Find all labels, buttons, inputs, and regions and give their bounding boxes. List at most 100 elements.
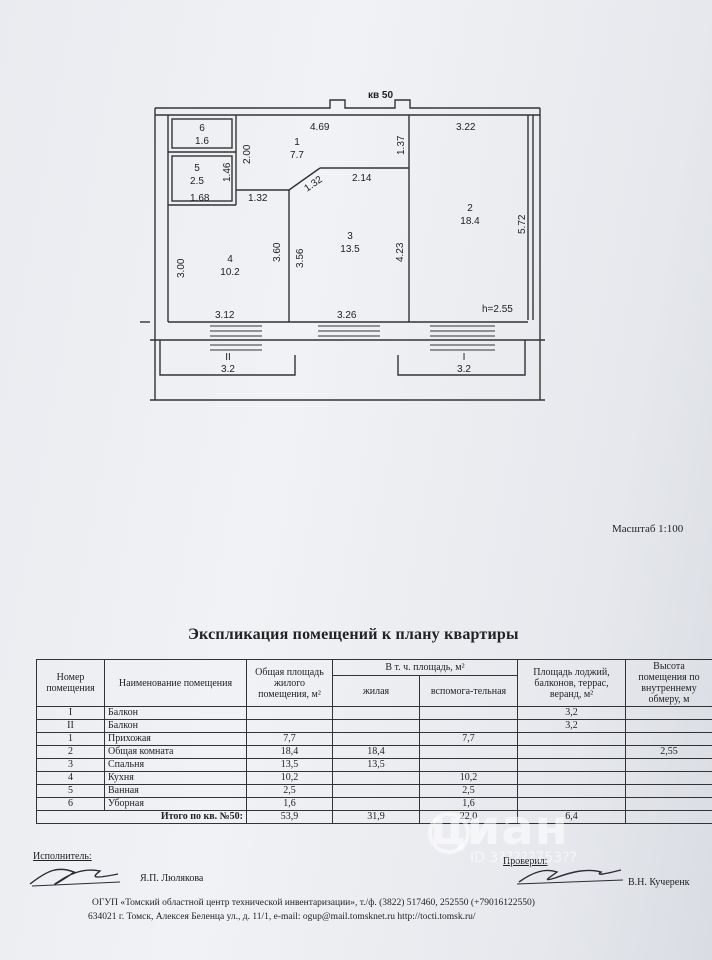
col-header-num: Номер помещения	[36, 659, 105, 707]
room-number: 3	[347, 231, 353, 242]
dimension-label: 4.23	[395, 242, 406, 262]
col-header-loggia: Площадь лоджий, балконов, террас, веранд…	[517, 659, 626, 707]
cell-name: Ванная	[104, 784, 247, 798]
dimension-label: 1.32	[302, 174, 325, 194]
cell-num: 1	[36, 732, 105, 746]
cell-height: 2,55	[625, 745, 712, 759]
explication-table: Номер помещения Наименование помещения О…	[36, 658, 712, 824]
room-number: 1	[294, 137, 300, 148]
executor-signature	[29, 868, 121, 887]
dimension-label: 1.32	[248, 193, 268, 204]
scale-label: Масштаб 1:100	[612, 523, 684, 535]
height-label: h=2.55	[482, 304, 513, 315]
dimension-label: 3.00	[176, 258, 187, 278]
executor-name: Я.П. Люлякова	[140, 873, 204, 884]
dimension-label: 3.60	[272, 242, 283, 262]
watermark-logo-icon	[428, 812, 470, 854]
cell-num: 3	[36, 758, 105, 772]
watermark-brand: циан	[430, 800, 569, 856]
cell-aux: 2,5	[419, 784, 518, 798]
checker-name: В.Н. Кучеренк	[628, 877, 690, 888]
dimension-label: 1.46	[222, 162, 233, 182]
cell-height	[625, 784, 712, 798]
total-loggia: 6,4	[517, 810, 626, 824]
cell-name: Прихожая	[104, 732, 247, 746]
cell-height	[625, 732, 712, 746]
col-header-incl: В т. ч. площадь, м²	[332, 658, 518, 677]
cell-aux: 7,7	[419, 732, 518, 746]
cell-total: 10,2	[246, 771, 333, 785]
floor-plan: кв 50 6 1.6 5 2.5 1 7.7 4 10.2 3 13.5 2 …	[140, 90, 545, 401]
checked-label: Проверил:	[503, 856, 548, 867]
room-area: 1.6	[195, 136, 209, 147]
cell-loggia	[517, 758, 626, 772]
dimension-label: 2.00	[242, 144, 253, 164]
table-header-row: жилая вспомога-тельная	[37, 675, 712, 707]
room-area: 2.5	[190, 176, 204, 187]
cell-living	[332, 771, 420, 785]
cell-total: 2,5	[246, 784, 333, 798]
cell-height	[625, 758, 712, 772]
dimension-label: 1.37	[396, 135, 407, 155]
cell-loggia	[517, 784, 626, 798]
total-living: 31,9	[332, 810, 420, 824]
cell-living	[332, 732, 420, 746]
cell-height	[625, 771, 712, 785]
total-label: Итого по кв. №50:	[36, 810, 247, 824]
cell-name: Спальня	[104, 758, 247, 772]
cell-living	[332, 706, 420, 720]
cell-name: Балкон	[104, 706, 247, 720]
executor-label: Исполнитель:	[33, 851, 92, 862]
cell-loggia: 3,2	[517, 719, 626, 733]
dimension-label: 3.12	[215, 310, 235, 321]
table-total-row: Итого по кв. №50: 53,9 31,9 22,0 6,4	[36, 810, 712, 824]
explication-title: Экспликация помещений к плану квартиры	[188, 626, 519, 643]
balcony-area: 3.2	[221, 364, 235, 375]
balcony-number: I	[463, 352, 466, 363]
room-number: 2	[467, 203, 473, 214]
col-header-aux: вспомога-тельная	[419, 675, 518, 707]
table-header-row: Номер помещения Наименование помещения О…	[36, 658, 712, 707]
cell-total	[246, 706, 333, 720]
cell-name: Общая комната	[104, 745, 247, 759]
room-area: 10.2	[220, 267, 240, 278]
cell-aux	[419, 745, 518, 759]
cell-aux	[419, 758, 518, 772]
room-area: 13.5	[340, 244, 360, 255]
cell-num: I	[36, 706, 105, 720]
cell-num: 5	[36, 784, 105, 798]
cell-num: II	[36, 719, 105, 733]
cell-name: Кухня	[104, 771, 247, 785]
cell-total: 18,4	[246, 745, 333, 759]
col-header-height: Высота помещения по внутреннему обмеру, …	[625, 659, 712, 707]
cell-name: Уборная	[104, 797, 247, 811]
address-line: 634021 г. Томск, Алексея Беленца ул., д.…	[88, 912, 476, 922]
cell-living: 18,4	[332, 745, 420, 759]
room-number: 5	[194, 163, 200, 174]
cell-num: 4	[36, 771, 105, 785]
room-number: 6	[199, 123, 205, 134]
cell-living	[332, 797, 420, 811]
col-header-total: Общая площадь жилого помещения, м²	[246, 659, 333, 707]
dimension-label: 4.69	[310, 122, 330, 133]
org-line: ОГУП «Томский областной центр техническо…	[92, 898, 535, 908]
cell-loggia	[517, 732, 626, 746]
cell-living	[332, 719, 420, 733]
col-header-name: Наименование помещения	[104, 659, 247, 707]
cell-total: 13,5	[246, 758, 333, 772]
dimension-label: 1.68	[190, 193, 210, 204]
cell-loggia	[517, 745, 626, 759]
cell-total: 1,6	[246, 797, 333, 811]
balcony-number: II	[225, 352, 231, 363]
room-area: 18.4	[460, 216, 480, 227]
cell-height	[625, 719, 712, 733]
cell-name: Балкон	[104, 719, 247, 733]
